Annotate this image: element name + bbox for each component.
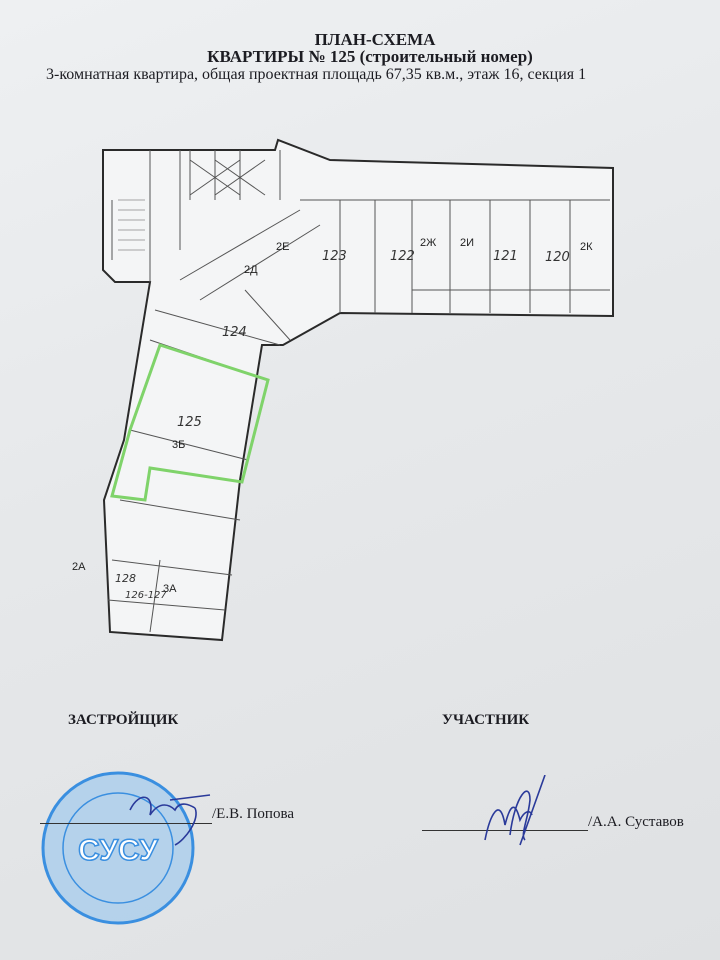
apartment-description: 3-комнатная квартира, общая проектная пл…	[46, 66, 587, 83]
developer-signature	[129, 794, 211, 846]
apartment-number: 128	[115, 572, 136, 585]
unit-type-label: 3Б	[172, 439, 185, 451]
stamp-text: СУСУ	[78, 834, 158, 867]
apartment-number: 126-127	[125, 590, 167, 601]
building-outline	[102, 138, 614, 642]
apartment-number: 121	[493, 249, 518, 264]
apartment-125-highlight	[110, 343, 270, 502]
apartment-number: 124	[222, 325, 247, 340]
company-stamp: СУСУ	[41, 771, 195, 925]
participant-signature	[484, 775, 546, 846]
unit-type-label: 2Е	[276, 241, 289, 253]
unit-type-label: 3А	[163, 583, 177, 595]
floor-plan: 2Е 2Д 2Ж 2И 2К 3Б 2А 3А 123 122 121 120 …	[72, 138, 614, 642]
apartment-number: 120	[545, 250, 570, 265]
developer-name: /Е.В. Попова	[212, 806, 294, 822]
unit-type-label: 2А	[72, 561, 86, 573]
staircase	[118, 199, 145, 251]
apartment-number: 125	[177, 415, 202, 430]
unit-type-label: 2К	[580, 241, 593, 253]
apartment-number: 122	[390, 249, 415, 264]
page-title: ПЛАН-СХЕМА	[314, 30, 436, 49]
apartment-number: 123	[322, 249, 347, 264]
participant-signature-line	[422, 830, 588, 831]
developer-signature-line	[40, 823, 212, 824]
unit-type-label: 2И	[460, 237, 474, 249]
unit-type-label: 2Ж	[420, 237, 436, 249]
participant-name: /А.А. Суставов	[588, 814, 684, 830]
developer-label: ЗАСТРОЙЩИК	[68, 712, 179, 728]
apartment-number-heading: КВАРТИРЫ № 125 (строительный номер)	[207, 47, 533, 66]
unit-type-label: 2Д	[244, 264, 258, 276]
participant-label: УЧАСТНИК	[442, 712, 530, 728]
